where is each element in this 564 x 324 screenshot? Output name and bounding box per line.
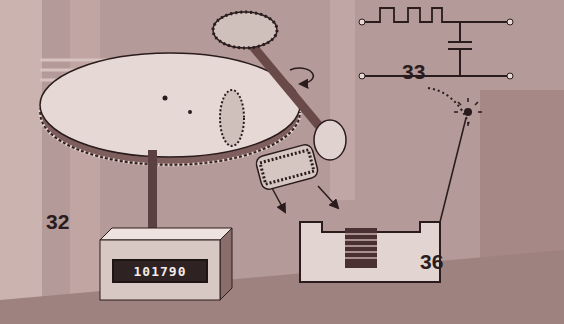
- arrow: [318, 186, 338, 208]
- sensor-body: [300, 222, 440, 282]
- arrow: [272, 188, 285, 212]
- disk-face: [40, 53, 300, 157]
- head-teeth: [260, 150, 314, 184]
- counter-box: [100, 240, 220, 300]
- gear-train: [213, 12, 346, 212]
- capacitor-symbol: [448, 22, 472, 76]
- disk: [40, 53, 300, 165]
- drum: [314, 120, 346, 160]
- callout-number: 32: [46, 210, 69, 234]
- gear: [220, 90, 244, 146]
- counter-side: [220, 228, 232, 300]
- circuit: [359, 8, 513, 79]
- column: [70, 0, 100, 324]
- light-source: [464, 108, 472, 116]
- terminal: [507, 19, 513, 25]
- bar-stripes: [345, 234, 377, 258]
- disk-hole: [188, 110, 192, 114]
- counter-display: 101790: [112, 259, 208, 283]
- counter-digits: 101790: [134, 264, 187, 279]
- pulse-wire: [362, 8, 510, 22]
- sensor-bar: [345, 228, 377, 268]
- light-beam: [428, 88, 470, 126]
- callout-number: 33: [402, 60, 425, 84]
- column: [0, 0, 42, 324]
- disk-hole: [163, 96, 168, 101]
- gear: [213, 12, 277, 48]
- light-rays: [454, 98, 482, 126]
- wire: [362, 75, 510, 77]
- terminal: [507, 73, 513, 79]
- read-head: [255, 143, 320, 191]
- terminal: [359, 19, 365, 25]
- wire: [440, 118, 466, 222]
- counter: [100, 150, 232, 300]
- sensor: [300, 88, 482, 282]
- gear-teeth: [213, 12, 277, 48]
- floor: [0, 250, 564, 324]
- column: [330, 0, 355, 200]
- callout-number: 36: [420, 250, 443, 274]
- terminal: [359, 73, 365, 79]
- rotation-arrow: [290, 68, 313, 84]
- counter-top: [100, 228, 232, 240]
